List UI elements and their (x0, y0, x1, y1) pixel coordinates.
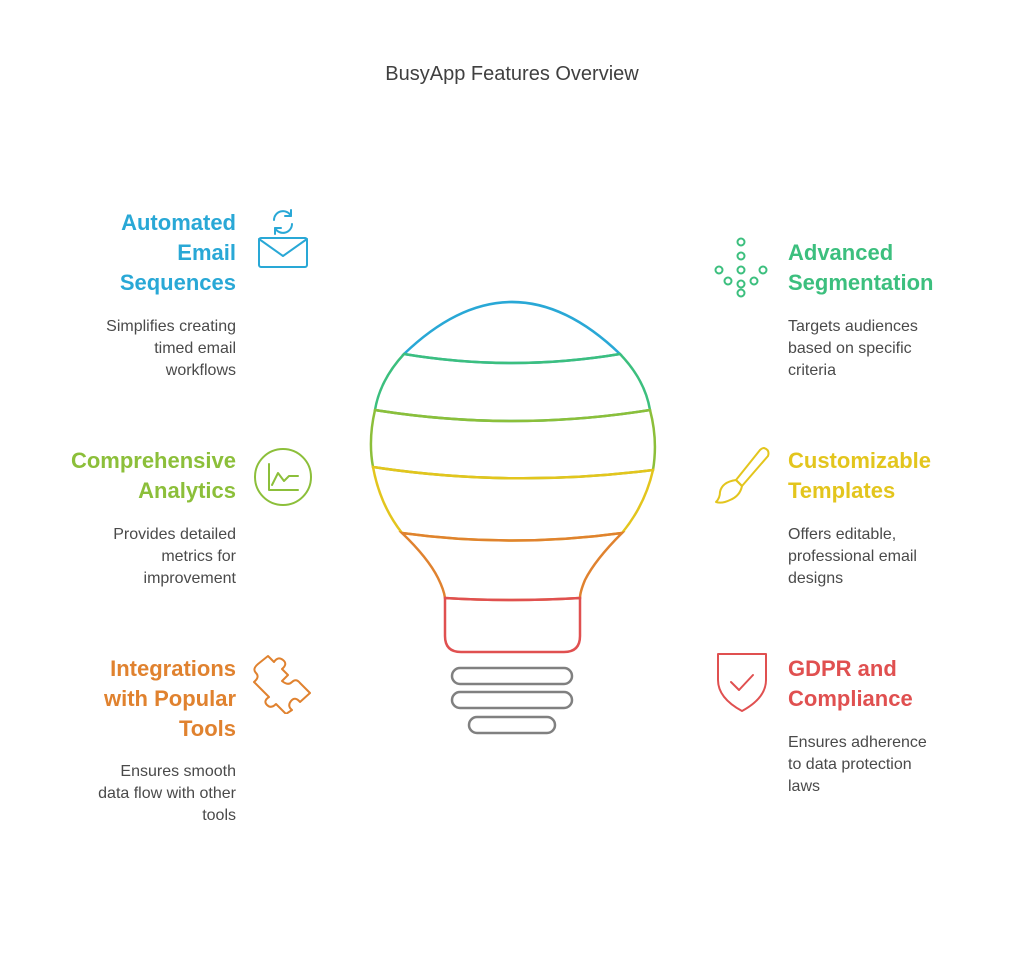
feature-desc-line: metrics for (161, 548, 236, 565)
feature-desc-line: to data protection (788, 756, 912, 773)
feature-title-line: Comprehensive (70, 448, 236, 473)
feature-desc-line: tools (202, 807, 236, 824)
bulb-segment-teal (373, 352, 652, 423)
feature-desc-line: Provides detailed (113, 526, 236, 543)
feature-title-line: Compliance (788, 686, 913, 711)
feature-title-integrations: Integrations with Popular Tools (0, 654, 236, 744)
feature-title-line: with Popular (104, 686, 236, 711)
bulb-segment-green (369, 408, 657, 480)
feature-title-line: Integrations (110, 656, 236, 681)
page-title: BusyApp Features Overview (385, 63, 639, 85)
feature-desc-analytics: Provides detailed metrics for improvemen… (0, 524, 236, 590)
feature-title-templates: Customizable Templates (788, 446, 1018, 506)
feature-desc-line: data flow with other (98, 785, 236, 802)
feature-title-line: Customizable (788, 448, 932, 473)
feature-title-line: Analytics (138, 478, 236, 503)
feature-desc-line: designs (788, 570, 844, 587)
feature-desc-line: based on specific (788, 340, 912, 357)
bulb-segment-yellow (371, 465, 655, 542)
feature-title-line: Advanced (788, 240, 894, 265)
analytics-chart-icon (254, 448, 312, 506)
segmentation-dots-icon (714, 237, 768, 298)
feature-title-line: Email (177, 240, 236, 265)
feature-title-line: Automated (121, 210, 236, 235)
feature-desc-line: professional email (788, 548, 917, 565)
feature-title-automated-email: Automated Email Sequences (0, 208, 236, 298)
feature-desc-integrations: Ensures smooth data flow with other tool… (0, 761, 236, 827)
feature-desc-line: improvement (143, 570, 236, 587)
feature-desc-line: laws (788, 778, 821, 795)
bulb-thread-1 (450, 666, 574, 686)
feature-title-analytics: Comprehensive Analytics (0, 446, 236, 506)
feature-desc-line: workflows (165, 362, 236, 379)
bulb-segment-blue (401, 300, 623, 365)
feature-title-line: Templates (788, 478, 896, 503)
email-sync-icon (258, 209, 308, 268)
feature-desc-line: Ensures adherence (788, 734, 927, 751)
feature-desc-line: Offers editable, (788, 526, 897, 543)
feature-desc-templates: Offers editable, professional email desi… (788, 524, 1018, 590)
feature-desc-gdpr: Ensures adherence to data protection law… (788, 732, 1018, 798)
feature-desc-line: timed email (154, 340, 236, 357)
bulb-segment-red (443, 596, 582, 654)
feature-title-gdpr: GDPR and Compliance (788, 654, 1018, 714)
bulb-thread-3 (467, 715, 557, 735)
feature-title-line: Segmentation (788, 270, 934, 295)
feature-desc-line: Ensures smooth (120, 763, 236, 780)
feature-desc-line: criteria (788, 362, 837, 379)
feature-title-segmentation: Advanced Segmentation (788, 238, 1018, 298)
feature-desc-line: Simplifies creating (106, 318, 236, 335)
feature-title-line: Sequences (119, 270, 236, 295)
shield-check-icon (717, 653, 767, 712)
bulb-thread-2 (450, 690, 574, 710)
feature-desc-segmentation: Targets audiences based on specific crit… (788, 316, 1018, 382)
feature-title-line: Tools (178, 716, 236, 741)
bulb-segment-orange (398, 531, 626, 602)
feature-desc-line: Targets audiences (788, 318, 918, 335)
paintbrush-icon (715, 447, 770, 504)
puzzle-icon (253, 655, 311, 714)
feature-desc-automated-email: Simplifies creating timed email workflow… (0, 316, 236, 382)
feature-title-line: GDPR and (788, 656, 897, 681)
